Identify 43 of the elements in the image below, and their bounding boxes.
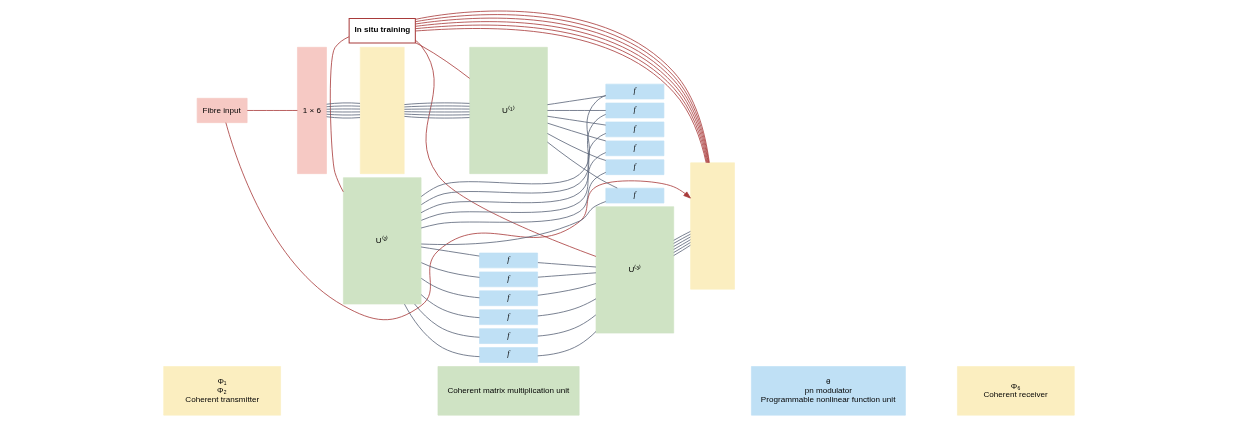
connector (420, 246, 480, 257)
connector (326, 113, 361, 116)
connector (404, 115, 470, 119)
node-box (359, 47, 405, 174)
connector (547, 133, 607, 161)
connector (420, 94, 607, 197)
connector (414, 303, 480, 338)
connector (415, 42, 471, 79)
connector (404, 105, 470, 108)
connector (547, 122, 607, 142)
connector (547, 95, 607, 106)
connector (420, 171, 607, 229)
connector (547, 110, 607, 111)
connector (547, 141, 618, 189)
connector (537, 314, 597, 337)
connector (414, 39, 597, 257)
connector (537, 272, 597, 278)
connector (326, 105, 361, 108)
connector (326, 102, 361, 105)
connector (420, 114, 607, 206)
connector (420, 133, 607, 214)
connector (537, 331, 597, 357)
connector (404, 108, 470, 110)
arrow (225, 122, 691, 321)
connector (420, 262, 480, 278)
connector (326, 116, 361, 119)
connector (326, 111, 361, 113)
connector (537, 262, 597, 268)
connector (404, 102, 470, 105)
connector (404, 113, 470, 116)
connector (246, 110, 298, 111)
connector (326, 108, 361, 110)
connector (420, 152, 607, 221)
connector (537, 283, 597, 296)
node-box (690, 162, 735, 290)
connector (404, 111, 470, 113)
connector (420, 294, 480, 319)
connector (420, 201, 607, 245)
connector (547, 115, 607, 126)
connector (404, 303, 480, 358)
connector (537, 298, 597, 317)
connector (329, 36, 350, 193)
connector (420, 277, 480, 299)
